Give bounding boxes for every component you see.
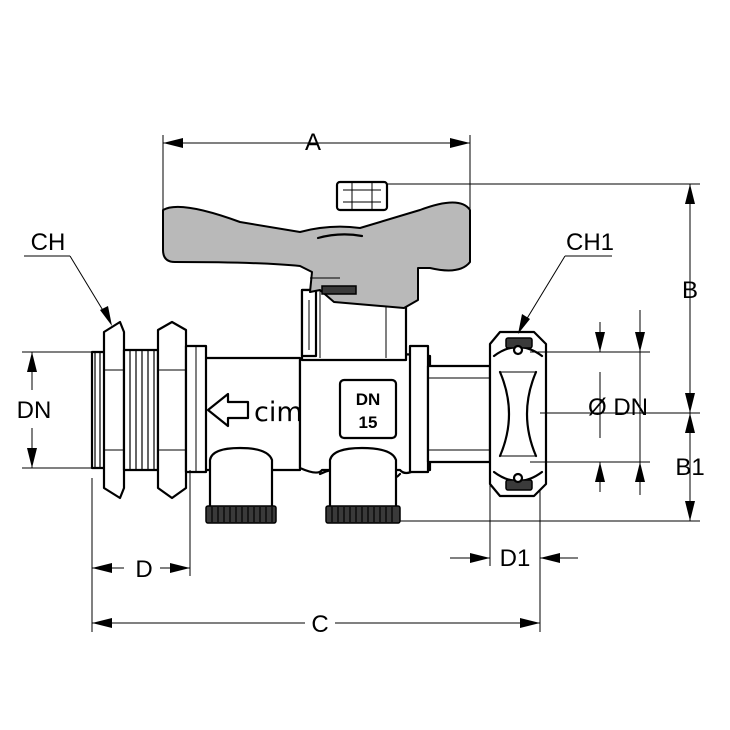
dimension-dn-left-label: DN [17,397,52,424]
butterfly-handle [162,180,471,309]
valve-body [188,288,492,524]
dimension-d1: D1 [450,470,578,632]
dn-marking-label: DN [356,390,381,409]
hex-nut-ch [102,320,126,500]
dn-marking-size: 15 [359,413,378,432]
dimension-b1-label: B1 [675,454,704,481]
dimension-dn-right-label: Ø DN [588,394,648,421]
outlet-cap-left [205,505,277,524]
dimension-c: C [92,611,540,638]
dimension-dn-left: DN [17,351,92,469]
dimension-d-label: D [135,556,152,583]
dimension-d1-label: D1 [500,545,531,572]
dimension-b: B B1 [387,183,705,522]
leader-ch1: CH1 [518,229,614,334]
leader-ch: CH [24,229,112,326]
left-thread-connection [90,320,208,500]
union-nut-ch1 [488,330,548,498]
dimension-d: D [91,470,191,632]
dimension-a: A [162,129,471,212]
brand-logo-text: cim [254,397,303,428]
flow-direction-arrow [206,392,250,428]
dimension-dn-right: Ø DN [530,310,650,495]
outlet-cap-right [325,505,401,524]
dimension-a-label: A [305,129,321,156]
dn-marking-plate: DN 15 [338,378,398,440]
stem-nut [335,180,389,212]
dimension-b-label: B [682,277,698,304]
dimension-c-label: C [311,611,328,638]
leader-ch1-label: CH1 [566,229,614,256]
leader-ch-label: CH [31,229,66,256]
